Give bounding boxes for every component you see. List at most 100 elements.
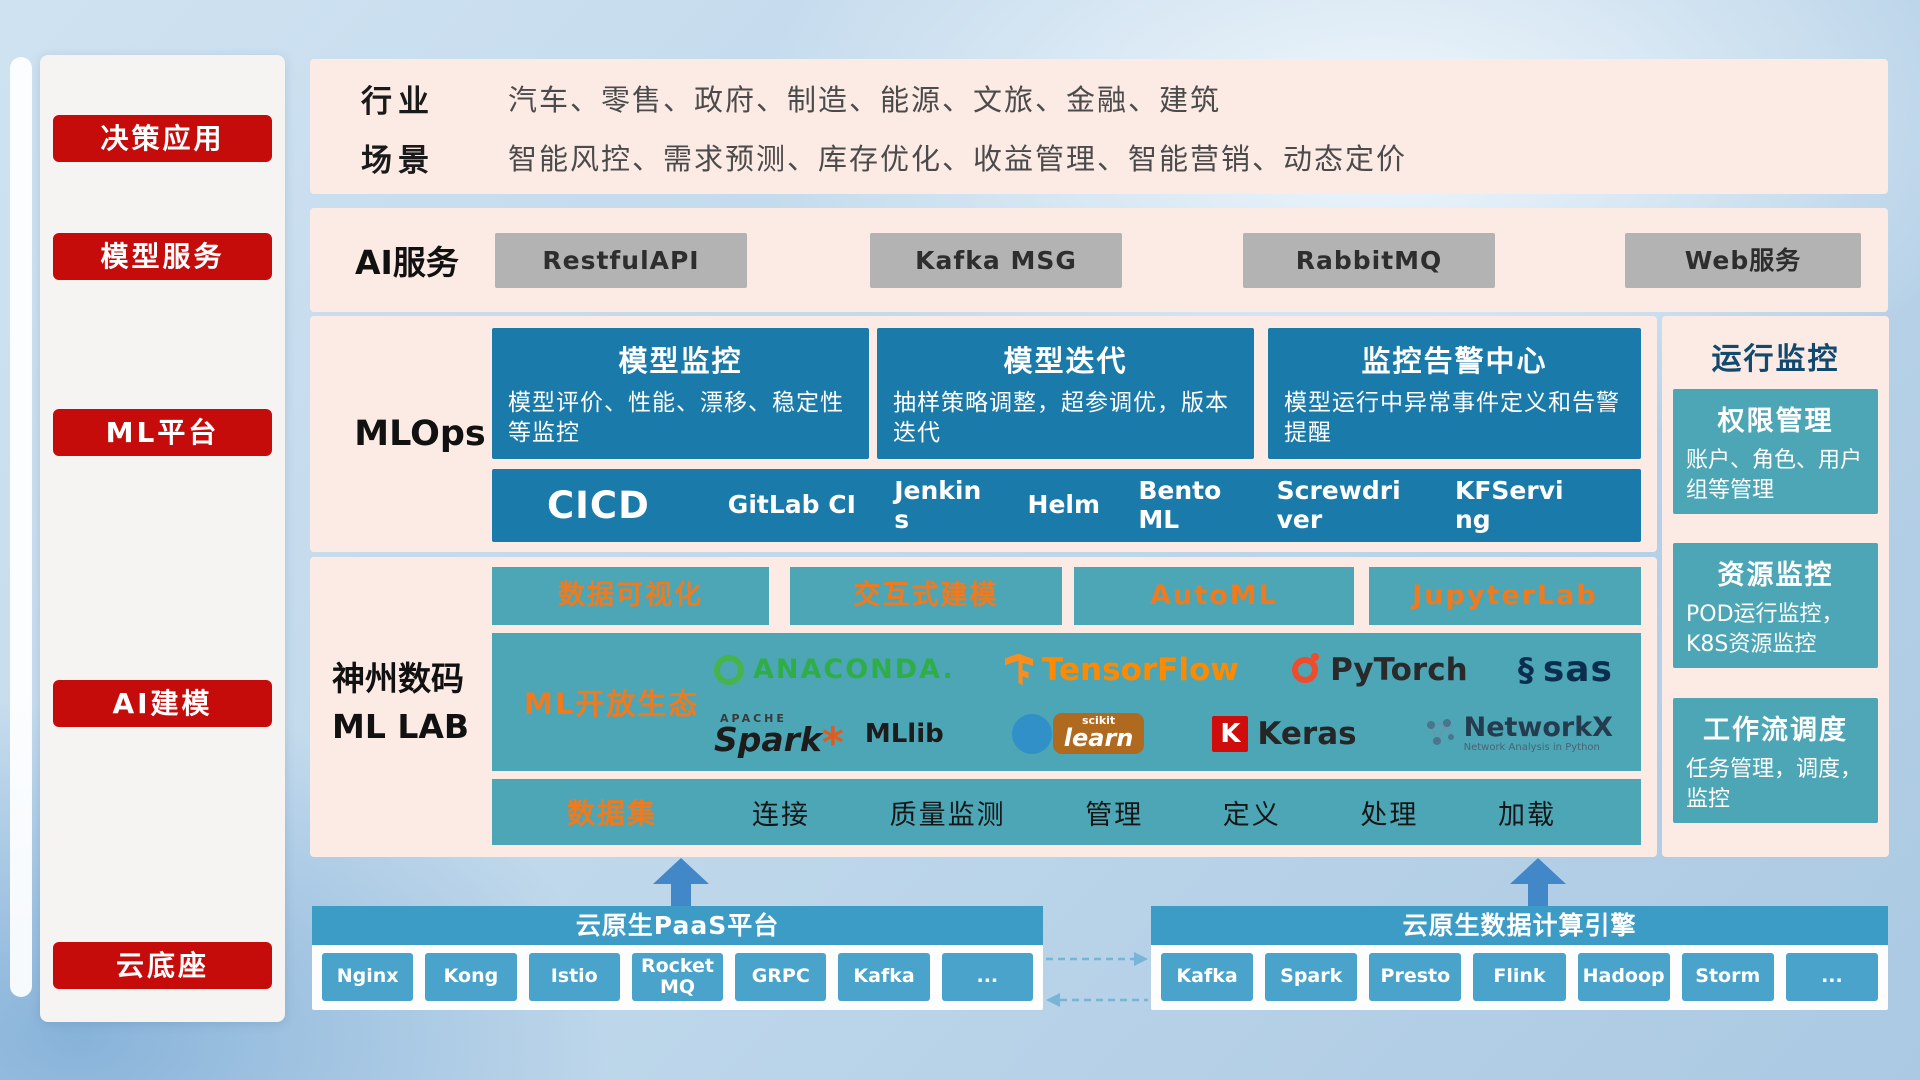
model-monitoring-card: 模型监控 模型评价、性能、漂移、稳定性等监控 [492,328,869,459]
chip-kafka[interactable]: Kafka [838,953,930,1001]
dataset-load: 加载 [1497,799,1556,831]
cicd-bar: CICD GitLab CI Jenkins Helm BentoML Scre… [492,469,1641,542]
keras-wordmark: Keras [1257,715,1357,752]
ml-ecosystem-box: ML开放生态 ANACONDA. TensorFlow PyTorch [492,633,1641,771]
spark-star-icon: * [821,718,844,768]
chip-flink[interactable]: Flink [1473,953,1566,1001]
mlops-panel: MLOps 模型监控 模型评价、性能、漂移、稳定性等监控 模型迭代 抽样策略调整… [310,316,1657,552]
keras-logo: K Keras [1212,715,1357,752]
scenario-list: 智能风控、需求预测、库存优化、收益管理、智能营销、动态定价 [508,142,1408,176]
tool-interactive-modeling[interactable]: 交互式建模 [790,567,1062,625]
keras-icon: K [1212,715,1249,752]
cicd-tool-bentoml: BentoML [1138,475,1222,534]
sas-wordmark: sas [1542,649,1613,691]
workflow-scheduling-card: 工作流调度 任务管理，调度，监控 [1673,698,1878,823]
sidebar-item-model-service[interactable]: 模型服务 [53,233,272,280]
chip-rocketmq[interactable]: RocketMQ [631,953,724,1001]
ecosystem-row-2: APACHE Spark* MLlib scikit learn K [714,711,1627,768]
chip-kafka2[interactable]: Kafka [1161,953,1254,1001]
sas-logo: § sas [1518,649,1613,690]
cicd-tool-screwdriver: Screwdriver [1276,475,1401,534]
sidebar-item-decision-apps[interactable]: 决策应用 [53,115,272,162]
mllab-label-line1: 神州数码 [332,659,464,698]
anaconda-logo: ANACONDA. [714,654,955,685]
pytorch-icon [1289,652,1321,686]
cicd-label: CICD [547,484,650,527]
anaconda-wordmark: ANACONDA. [753,654,955,686]
paas-group: 云原生PaaS平台 Nginx Kong Istio RocketMQ GRPC… [312,906,1043,1010]
alert-center-card: 监控告警中心 模型运行中异常事件定义和告警提醒 [1268,328,1641,459]
model-monitoring-title: 模型监控 [618,344,743,378]
chip-storm[interactable]: Storm [1681,953,1774,1001]
ai-service-label: AI服务 [355,243,459,282]
ai-service-button-restfulapi[interactable]: RestfulAPI [495,233,747,288]
chip-more-paas[interactable]: ... [941,953,1033,1001]
chip-kong[interactable]: Kong [425,953,517,1001]
ml-ecosystem-label: ML开放生态 [524,687,700,721]
tensorflow-logo: TensorFlow [1005,652,1239,688]
ecosystem-row-1: ANACONDA. TensorFlow PyTorch § sas [714,649,1627,690]
industry-label: 行业 [361,83,435,120]
dataset-quality: 质量监测 [889,799,1006,831]
tool-data-visualization[interactable]: 数据可视化 [492,567,769,625]
scikit-learn-badge: scikit learn [1052,713,1145,755]
chip-spark[interactable]: Spark [1265,953,1358,1001]
ai-service-button-kafka-msg[interactable]: Kafka MSG [870,233,1122,288]
dataset-manage: 管理 [1085,799,1144,831]
mllab-panel: 神州数码 ML LAB 数据可视化 交互式建模 AutoML JupyterLa… [310,557,1657,857]
sidebar: 决策应用 模型服务 ML平台 AI建模 云底座 [40,55,285,1022]
dataset-define: 定义 [1222,799,1281,831]
data-exchange-arrows [1046,952,1148,1007]
mllab-label: 神州数码 ML LAB [332,655,502,751]
dataset-connect: 连接 [752,799,811,831]
data-engine-group: 云原生数据计算引擎 Kafka Spark Presto Flink Hadoo… [1151,906,1888,1010]
sidebar-item-ai-modeling[interactable]: AI建模 [53,680,272,727]
chip-nginx[interactable]: Nginx [322,953,414,1001]
chip-grpc[interactable]: GRPC [735,953,827,1001]
paas-items: Nginx Kong Istio RocketMQ GRPC Kafka ... [312,945,1043,1001]
tool-automl[interactable]: AutoML [1074,567,1354,625]
ai-service-button-web[interactable]: Web服务 [1625,233,1861,288]
up-arrow-engine [1510,858,1566,907]
run-monitoring-title: 运行监控 [1711,342,1840,377]
pytorch-logo: PyTorch [1289,652,1468,688]
paas-header: 云原生PaaS平台 [312,906,1043,945]
tensorflow-icon [1005,653,1033,686]
spark-mllib-logo: APACHE Spark* MLlib [714,712,944,768]
sidebar-item-cloud-base[interactable]: 云底座 [53,942,272,989]
scenario-row: 场景 智能风控、需求预测、库存优化、收益管理、智能营销、动态定价 [361,137,1868,179]
tool-jupyterlab[interactable]: JupyterLab [1369,567,1641,625]
networkx-icon [1425,717,1455,751]
chip-istio[interactable]: Istio [528,953,620,1001]
chip-hadoop[interactable]: Hadoop [1577,953,1670,1001]
dataset-label: 数据集 [567,797,658,830]
mlops-label: MLOps [354,414,486,454]
mllib-wordmark: MLlib [864,718,944,749]
chip-more-engine[interactable]: ... [1785,953,1878,1001]
resource-monitoring-card: 资源监控 POD运行监控，K8S资源监控 [1673,543,1878,668]
ai-service-button-rabbitmq[interactable]: RabbitMQ [1243,233,1495,288]
dataset-functions: 连接 质量监测 管理 定义 处理 加载 [752,793,1556,832]
spark-wordmark: APACHE Spark* [714,712,844,768]
sas-icon: § [1517,650,1534,689]
chip-presto[interactable]: Presto [1369,953,1462,1001]
cicd-tool-kfserving: KFServing [1454,475,1564,534]
scenario-label: 场景 [361,142,435,179]
left-edge-strip [10,57,32,997]
apache-label: APACHE [720,712,787,726]
alert-center-title: 监控告警中心 [1361,344,1548,378]
sidebar-item-ml-platform[interactable]: ML平台 [53,409,272,456]
ai-service-panel: AI服务 RestfulAPI Kafka MSG RabbitMQ Web服务 [310,208,1888,312]
anaconda-icon [714,654,744,685]
pytorch-wordmark: PyTorch [1330,651,1468,688]
model-iteration-title: 模型迭代 [1003,344,1128,378]
permission-management-card: 权限管理 账户、角色、用户组等管理 [1673,389,1878,514]
networkx-wordmark: NetworkX [1463,711,1613,743]
industry-panel: 行业 汽车、零售、政府、制造、能源、文旅、金融、建筑 场景 智能风控、需求预测、… [310,59,1888,194]
data-engine-items: Kafka Spark Presto Flink Hadoop Storm ..… [1151,945,1888,1001]
industry-list: 汽车、零售、政府、制造、能源、文旅、金融、建筑 [508,83,1222,117]
tensorflow-wordmark: TensorFlow [1042,651,1239,688]
cicd-tool-jenkins: Jenkins [894,475,982,534]
dataset-process: 处理 [1360,799,1419,831]
